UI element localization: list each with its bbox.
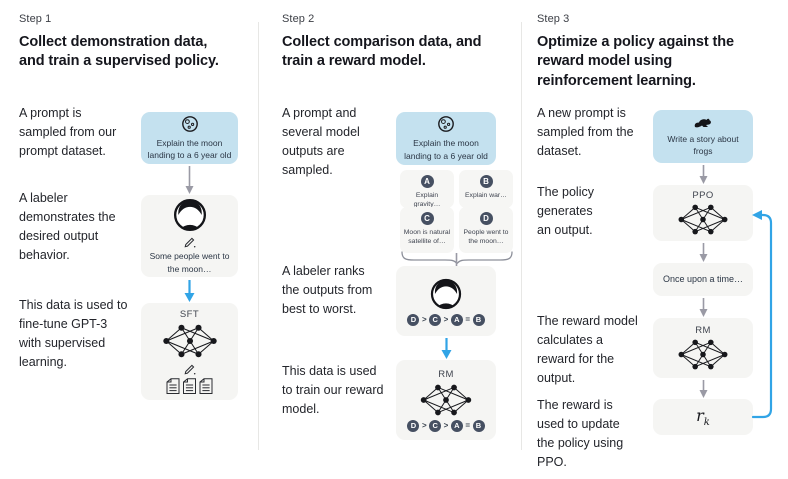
step1-text-prompt: A prompt is sampled from our prompt data… [19,106,117,158]
rank-separator: > [443,421,449,430]
rank-chip: C [429,419,442,432]
documents-icon [166,377,212,394]
step3-prompt-card: Write a story about frogs [653,110,753,163]
step1-prompt-card: Explain the moon landing to a 6 year old [141,112,238,164]
down-arrow-gray [699,165,708,184]
step3-prompt-text: Write a story about frogs [667,133,739,156]
step1-text-finetune: This data is used to fine-tune GPT-3 wit… [19,298,128,369]
step2-heading: Collect comparison data, and train a rew… [282,34,482,70]
down-arrow-blue [184,280,195,302]
step1-heading: Collect demonstration data, and train a … [19,34,219,70]
pencil-icon [184,364,196,374]
labeler-avatar-icon [173,199,206,232]
output-card-c: C Moon is natural satellite of… [400,207,454,253]
column-divider-2 [521,22,522,450]
step3-rm-card: RM [653,318,753,378]
step3-text-update: The reward is used to update the policy … [537,398,624,469]
step1-label: Step 1 [19,13,52,25]
rm-label: RM [438,368,454,380]
output-text-d: People went to the moon… [463,229,509,246]
rank-separator: = [465,315,470,324]
output-card-a: A Explain gravity… [400,170,454,208]
neural-network-icon [420,384,472,415]
step1-text-labeler: A labeler demonstrates the desired outpu… [19,191,116,262]
reward-symbol: rk [696,405,710,429]
rank-chip: B [472,419,485,432]
ppo-label: PPO [692,190,714,201]
output-text-b: Explain war… [465,192,507,199]
step2-prompt-text: Explain the moon landing to a 6 year old [404,138,488,161]
column-divider-1 [258,22,259,450]
down-arrow-gray [699,380,708,398]
rank-chip: B [472,313,485,326]
rank-chip: A [450,419,463,432]
moon-icon [181,115,198,132]
step2-text-sampled: A prompt and several model outputs are s… [282,106,360,177]
output-chip-d: D [479,212,493,225]
rank-chip: D [407,419,420,432]
output-chip-a: A [420,175,434,188]
step2-rm-card: RM D > C > A = B [396,360,496,440]
step3-text-policy: The policy generates an output. [537,185,594,237]
step2-text-train: This data is used to train our reward mo… [282,364,384,416]
neural-network-icon [678,339,728,370]
step1-sft-card: SFT [141,303,238,400]
rm-label: RM [695,325,711,336]
rank-separator: = [465,421,470,430]
rank-separator: > [421,421,427,430]
output-text-a: Explain gravity… [413,192,441,209]
labeler-avatar-icon [430,278,462,309]
down-arrow-gray [185,166,194,194]
step3-heading: Optimize a policy against the reward mod… [537,34,734,89]
down-arrow-gray [699,298,708,317]
step1-prompt-text: Explain the moon landing to a 6 year old [147,137,232,160]
output-text-c: Moon is natural satellite of… [403,229,451,246]
neural-network-icon [162,324,217,357]
step2-text-ranks: A labeler ranks the outputs from best to… [282,264,373,316]
step3-text-reward: The reward model calculates a reward for… [537,314,638,385]
pencil-icon [184,237,196,248]
rank-chip: C [429,313,442,326]
rank-separator: > [443,315,449,324]
rank-chip: D [407,313,420,326]
output-chip-b: B [479,175,493,188]
output-card-d: D People went to the moon… [459,207,513,253]
step3-reward-card: rk [653,399,753,435]
step3-output-text: Once upon a time… [662,273,744,284]
output-chip-c: C [420,212,434,225]
output-card-b: B Explain war… [459,170,513,208]
down-arrow-blue [441,338,452,359]
step3-output-card: Once upon a time… [653,263,753,296]
step1-labeler-card: Some people went to the moon… [141,195,238,277]
ranking-row: D > C > A = B [407,419,485,432]
ranking-row: D > C > A = B [407,313,485,326]
rank-separator: > [421,315,427,324]
step2-labeler-card: D > C > A = B [396,266,496,336]
step2-prompt-card: Explain the moon landing to a 6 year old [396,112,496,165]
neural-network-icon [678,204,728,235]
step2-label: Step 2 [282,13,315,25]
step3-label: Step 3 [537,13,570,25]
sft-label: SFT [179,308,200,320]
frog-icon [694,118,711,128]
rank-chip: A [450,313,463,326]
step1-labeler-text: Some people went to the moon… [149,251,230,274]
step3-ppo-card: PPO [653,185,753,241]
moon-icon [438,116,454,133]
step3-text-prompt: A new prompt is sampled from the dataset… [537,106,634,158]
down-arrow-gray [699,243,708,262]
